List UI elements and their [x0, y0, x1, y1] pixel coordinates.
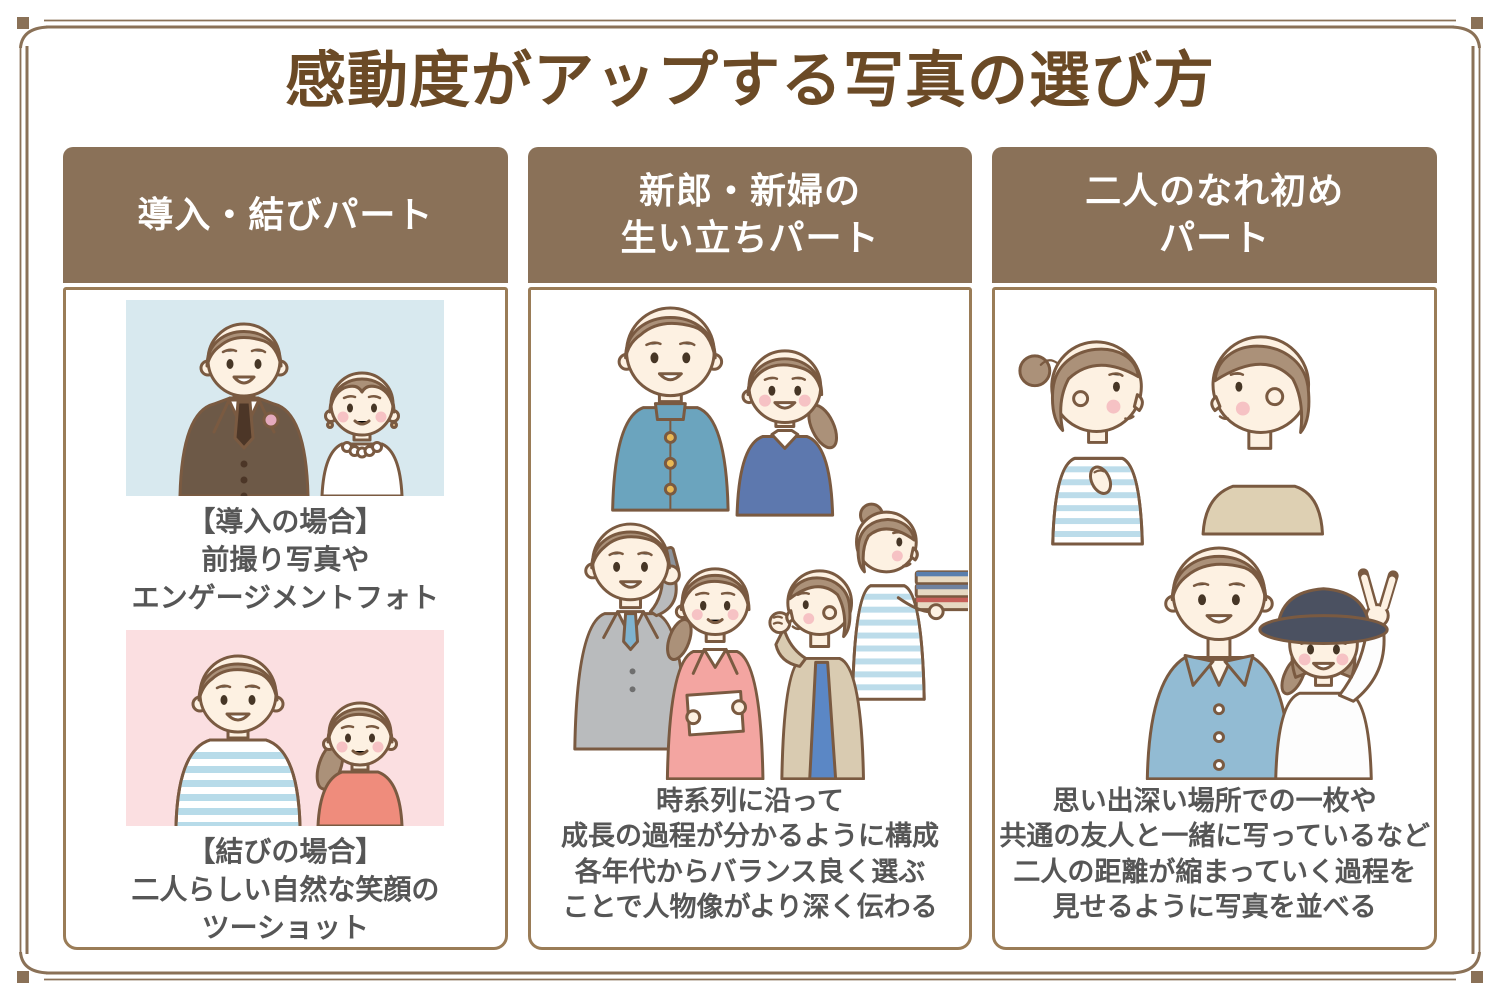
love-story-illustration	[1018, 335, 1399, 780]
facing-man-figure	[1201, 335, 1324, 536]
panel-header-upbringing: 新郎・新婦の 生い立ちパート	[527, 147, 973, 283]
businessman-phone-figure	[573, 522, 688, 751]
office-woman-figure	[665, 567, 765, 780]
page-title: 感動度がアップする写真の選び方	[284, 46, 1215, 114]
casual-man-figure	[174, 654, 302, 827]
determined-girl-figure	[768, 569, 865, 780]
panel-header-love-story: 二人のなれ初め パート	[992, 147, 1438, 283]
caption-love-story: 思い出深い場所での一枚や 共通の友人と一緒に写っているなど 二人の距離が縮まって…	[999, 786, 1430, 923]
panel-body-love-story: 思い出深い場所での一枚や 共通の友人と一緒に写っているなど 二人の距離が縮まって…	[992, 287, 1438, 950]
peace-sign-hand	[1357, 568, 1399, 629]
panel-body-upbringing: 時系列に沿って 成長の過程が分かるように構成 各年代からバランス良く選ぶ ことで…	[527, 287, 973, 950]
caption-intro-case: 【導入の場合】 前撮り写真や エンゲージメントフォト	[131, 506, 440, 613]
schoolboy-figure	[611, 306, 730, 512]
facing-girl-figure	[1018, 340, 1144, 546]
book-stack	[914, 570, 968, 612]
panel-header-text: 導入・結びパート	[137, 193, 434, 235]
panel-header-text: 新郎・新婦の	[639, 170, 862, 212]
growth-timeline-illustration	[573, 306, 968, 780]
caption-closing-case: 【結びの場合】 二人らしい自然な笑顔の ツーショット	[131, 836, 440, 943]
snapshot-man-figure	[1145, 546, 1292, 780]
panel-love-story: 二人のなれ初め パート	[992, 147, 1438, 950]
student-with-books-figure	[851, 502, 968, 701]
wedding-couple-illustration	[126, 300, 445, 496]
casual-couple-illustration	[126, 630, 445, 827]
panel-header-text: 二人のなれ初め	[1085, 170, 1345, 212]
snapshot-woman-figure	[1257, 568, 1399, 780]
panel-upbringing: 新郎・新婦の 生い立ちパート	[527, 147, 973, 950]
bride-figure	[320, 371, 404, 496]
casual-woman-figure	[316, 701, 404, 827]
caption-upbringing: 時系列に沿って 成長の過程が分かるように構成 各年代からバランス良く選ぶ ことで…	[561, 786, 939, 923]
schoolgirl-figure	[735, 349, 839, 517]
groom-figure	[178, 322, 310, 496]
panel-header-text: パート	[1159, 217, 1271, 258]
flower-necklace	[341, 441, 384, 459]
panel-header-intro-closing: 導入・結びパート	[63, 147, 508, 283]
panel-body-intro-closing: 【導入の場合】 前撮り写真や エンゲージメントフォト	[63, 287, 508, 950]
columns-row: 導入・結びパート	[63, 147, 1438, 950]
panel-intro-closing: 導入・結びパート	[63, 147, 508, 950]
panel-header-text: 生い立ちパート	[620, 217, 880, 258]
